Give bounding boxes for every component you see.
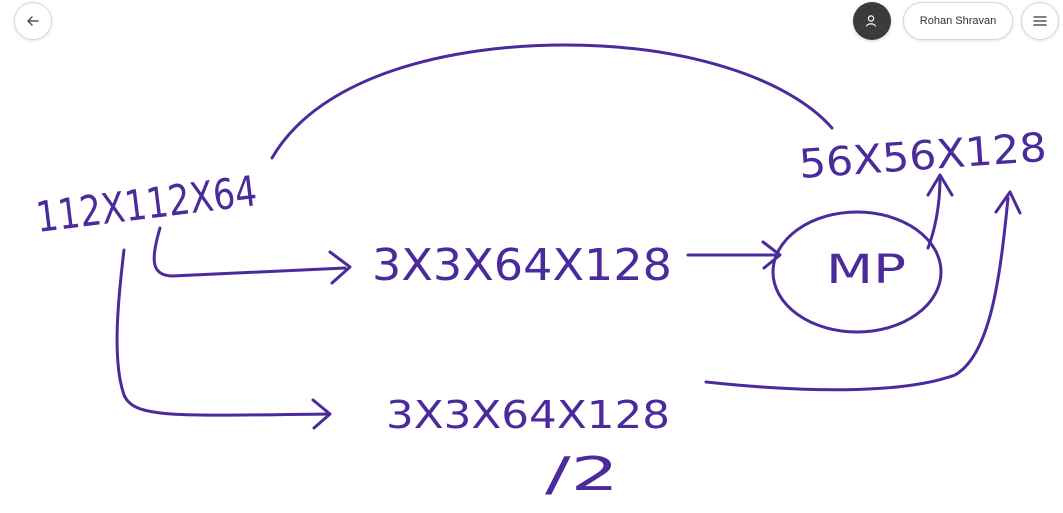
arrowhead-conv-top: [328, 250, 352, 285]
arrow-left-icon: [27, 16, 39, 26]
arrowhead-output-mp: [926, 173, 954, 197]
menu-button[interactable]: [1021, 2, 1059, 40]
user-name-button[interactable]: Rohan Shravan: [903, 2, 1013, 40]
user-name: Rohan Shravan: [919, 15, 997, 27]
arrow-maxpool-to-output: [926, 176, 942, 250]
stride-label: /2: [545, 447, 619, 501]
arrow-conv-bottom-to-output: [704, 196, 1010, 392]
output-dims-label: 56X56X128: [797, 125, 1048, 188]
input-dims-label: 112X112X64: [33, 166, 259, 242]
person-icon: [865, 15, 877, 27]
back-button[interactable]: [14, 2, 52, 40]
arrowhead-conv-bottom: [311, 398, 332, 430]
arrowhead-output-bottom: [994, 190, 1022, 215]
arrow-to-conv-bottom: [115, 248, 330, 417]
maxpool-circle: [771, 210, 943, 334]
hamburger-menu-icon: [1033, 16, 1047, 26]
arrowhead-maxpool: [761, 240, 782, 270]
avatar[interactable]: [853, 2, 891, 40]
arrow-to-conv-top: [152, 226, 347, 278]
skip-arc: [270, 43, 834, 160]
conv-bottom-label: 3X3X64X128: [386, 393, 670, 437]
conv-top-label: 3X3X64X128: [372, 240, 672, 291]
maxpool-label: MP: [826, 247, 906, 293]
